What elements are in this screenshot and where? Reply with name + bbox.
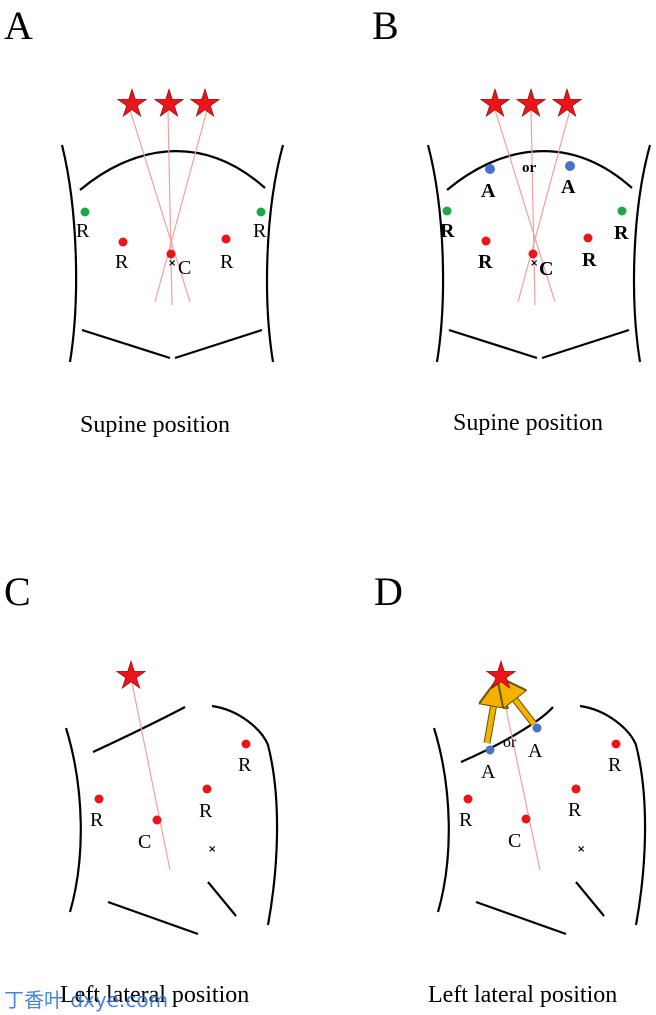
red-dot-c-center [152, 815, 162, 825]
label-r-c-2: R [90, 809, 104, 831]
star-b-2 [515, 88, 547, 117]
red-dot-a-right [221, 234, 231, 244]
panel-c: × R R R C [64, 660, 279, 936]
star-a-2 [153, 88, 185, 117]
label-r-b-3: R [478, 251, 493, 273]
red-dot-b-right [583, 233, 593, 243]
label-a-b-2: A [561, 176, 576, 198]
watermark-logo: 丁香叶 dxye.com [4, 988, 169, 1012]
green-dot-b-left [442, 206, 452, 216]
body-outline-a [60, 144, 285, 363]
body-outline-d [432, 704, 647, 936]
red-dot-d-1 [611, 739, 621, 749]
red-dot-c-2 [94, 794, 104, 804]
label-r-c-1: R [238, 754, 252, 776]
blue-dot-d-left [485, 745, 495, 755]
panel-b: A A or × R R R R C [426, 88, 652, 363]
star-b-3 [551, 88, 583, 117]
body-outline-c [64, 704, 279, 936]
body-outline-b [426, 144, 652, 363]
beam-ray-c [130, 677, 171, 871]
x-mark-b: × [530, 258, 538, 269]
panel-a: × R R R R C [60, 88, 285, 363]
label-r-c-3: R [199, 800, 213, 822]
red-dot-a-center [166, 249, 176, 259]
label-r-d-1: R [608, 754, 622, 776]
red-dot-b-left [481, 236, 491, 246]
blue-dot-b-left [485, 164, 495, 174]
red-dot-c-1 [241, 739, 251, 749]
green-dot-b-right [617, 206, 627, 216]
blue-dot-b-right [565, 161, 575, 171]
caption-c: Left lateral position [60, 982, 250, 1008]
beam-ray-d [499, 679, 541, 871]
label-a-b-1: A [481, 180, 496, 202]
x-mark-a: × [168, 258, 176, 269]
x-mark-c: × [208, 844, 216, 855]
red-dot-d-3 [571, 784, 581, 794]
star-b-1 [479, 88, 511, 117]
red-dot-d-2 [463, 794, 473, 804]
star-c [115, 660, 147, 689]
panel-c-letter: C [4, 569, 31, 614]
caption-d: Left lateral position [428, 982, 618, 1008]
label-r-b-1: R [440, 220, 455, 242]
panel-d: or A A × R R R C [432, 660, 647, 936]
label-r-b-2: R [614, 222, 629, 244]
beam-rays-b [494, 109, 571, 306]
label-r-a-4: R [220, 251, 234, 273]
arrows-d [487, 688, 537, 744]
label-r-a-2: R [253, 220, 267, 242]
blue-dot-d-right [532, 723, 542, 733]
label-c-a: C [178, 257, 191, 279]
star-d [485, 660, 517, 689]
label-or-d: or [503, 734, 517, 751]
label-c-d: C [508, 830, 521, 852]
red-dot-d-center [521, 814, 531, 824]
red-dot-c-3 [202, 784, 212, 794]
panel-a-letter: A [4, 3, 33, 48]
green-dot-a-right [256, 207, 266, 217]
label-or-b: or [522, 160, 537, 176]
label-c-c: C [138, 831, 151, 853]
label-c-b: C [539, 258, 553, 280]
red-dot-a-left [118, 237, 128, 247]
star-a-3 [189, 88, 221, 117]
star-a-1 [116, 88, 148, 117]
caption-b: Supine position [453, 410, 604, 436]
label-a-d-2: A [528, 740, 543, 762]
label-r-d-3: R [568, 799, 582, 821]
label-r-d-2: R [459, 809, 473, 831]
caption-a: Supine position [80, 412, 231, 438]
panel-d-letter: D [374, 569, 403, 614]
red-dot-b-center [528, 249, 538, 259]
panel-b-letter: B [372, 3, 399, 48]
label-a-d-1: A [481, 761, 496, 783]
label-r-a-3: R [115, 251, 129, 273]
beam-rays-a [129, 109, 208, 306]
label-r-b-4: R [582, 249, 597, 271]
label-r-a-1: R [76, 220, 90, 242]
x-mark-d: × [577, 844, 585, 855]
green-dot-a-left [80, 207, 90, 217]
